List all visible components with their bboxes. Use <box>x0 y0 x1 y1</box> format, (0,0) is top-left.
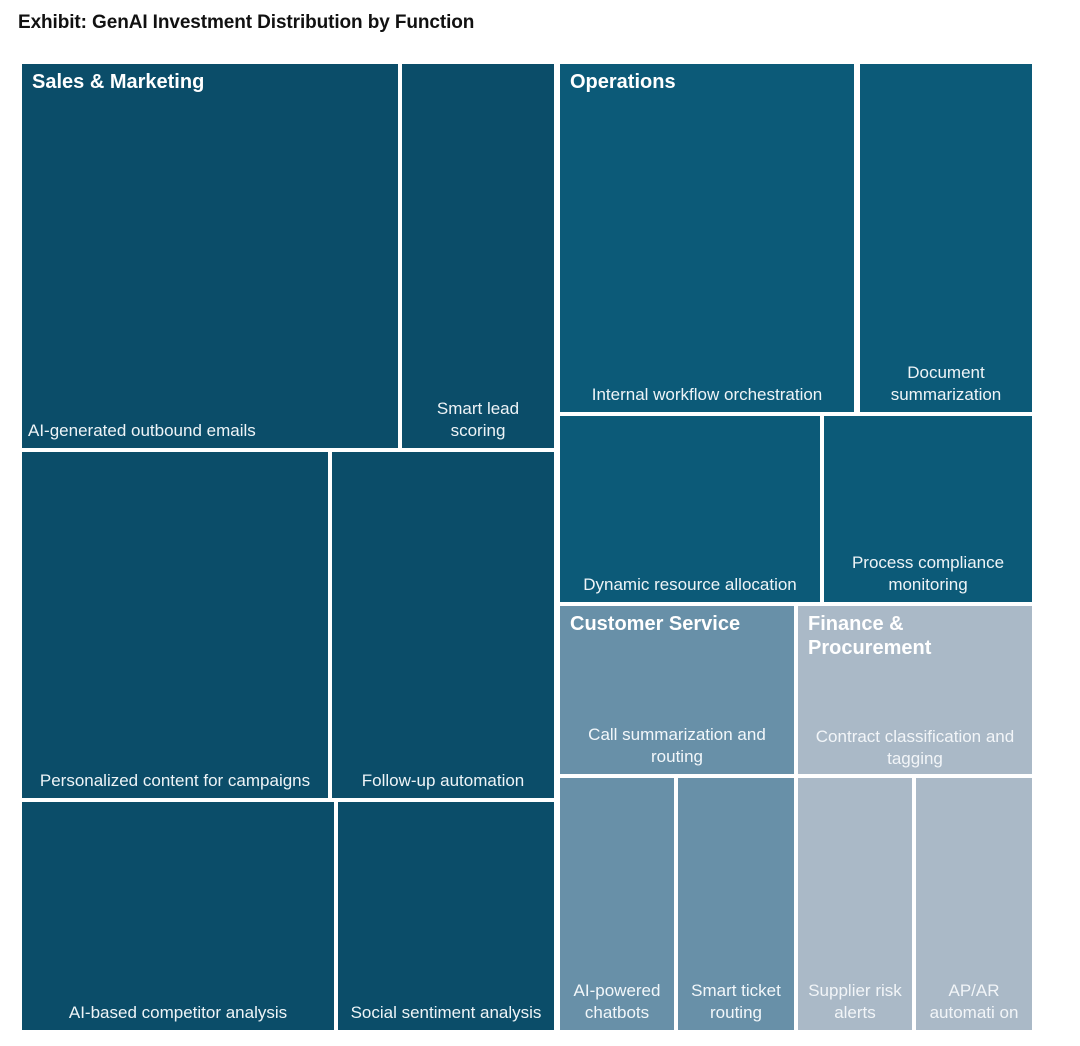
treemap-tile-internal-workflow-orchestration[interactable]: Operations Internal workflow orchestrati… <box>556 60 858 416</box>
treemap-tile-ai-generated-outbound-emails[interactable]: Sales & Marketing AI-generated outbound … <box>18 60 402 452</box>
treemap-group-label-operations: Operations <box>570 71 676 93</box>
treemap-tile-label: AI-based competitor analysis <box>68 1002 288 1022</box>
treemap-tile-social-sentiment-analysis[interactable]: Social sentiment analysis <box>334 798 558 1034</box>
treemap-tile-process-compliance-monitoring[interactable]: Process compliance monitoring <box>820 412 1036 606</box>
treemap-tile-ai-based-competitor-analysis[interactable]: AI-based competitor analysis <box>18 798 338 1034</box>
treemap-tile-label: AI-generated outbound emails <box>28 420 256 440</box>
treemap-tile-ai-powered-chatbots[interactable]: AI-powered chatbots <box>556 774 678 1034</box>
treemap-tile-label: Document summarization <box>890 362 1002 404</box>
treemap-tile-label: Smart lead scoring <box>436 398 520 440</box>
treemap-tile-label: Smart ticket routing <box>691 980 781 1022</box>
treemap-tile-smart-ticket-routing[interactable]: Smart ticket routing <box>674 774 798 1034</box>
treemap-tile-personalized-content-for-campaigns[interactable]: Personalized content for campaigns <box>18 448 332 802</box>
treemap-tile-call-summarization-and-routing[interactable]: Customer Service Call summarization and … <box>556 602 798 778</box>
treemap-tile-ap-ar-automation[interactable]: AP/AR automati on <box>912 774 1036 1034</box>
treemap-tile-label: Process compliance monitoring <box>851 552 1005 594</box>
treemap-tile-supplier-risk-alerts[interactable]: Supplier risk alerts <box>794 774 916 1034</box>
treemap-tile-label: AI-powered chatbots <box>573 980 661 1022</box>
treemap-tile-follow-up-automation[interactable]: Follow-up automation <box>328 448 558 802</box>
treemap-group-label-customer-service: Customer Service <box>570 613 741 635</box>
treemap-tile-smart-lead-scoring[interactable]: Smart lead scoring <box>398 60 558 452</box>
treemap-tile-dynamic-resource-allocation[interactable]: Dynamic resource allocation <box>556 412 824 606</box>
treemap-tile-label: Dynamic resource allocation <box>583 574 797 594</box>
treemap-chart: Sales & Marketing AI-generated outbound … <box>18 60 1036 1034</box>
treemap-tile-label: Follow-up automation <box>361 770 525 790</box>
treemap-tile-label: Supplier risk alerts <box>808 980 902 1022</box>
treemap-tile-label: AP/AR automati on <box>929 980 1019 1022</box>
treemap-group-label-finance-procurement: Finance & Procurement <box>808 613 932 660</box>
treemap-tile-document-summarization[interactable]: Document summarization <box>856 60 1036 416</box>
page-title: Exhibit: GenAI Investment Distribution b… <box>18 12 475 33</box>
treemap-tile-label: Social sentiment analysis <box>350 1002 542 1022</box>
treemap-tile-label: Call summarization and routing <box>588 724 766 766</box>
treemap-tile-label: Personalized content for campaigns <box>39 770 311 790</box>
treemap-group-label-sales-marketing: Sales & Marketing <box>32 71 205 93</box>
treemap-tile-label: Internal workflow orchestration <box>591 384 823 404</box>
treemap-tile-contract-classification-and-tagging[interactable]: Finance & Procurement Contract classific… <box>794 602 1036 778</box>
treemap-tile-label: Contract classification and tagging <box>815 726 1015 768</box>
